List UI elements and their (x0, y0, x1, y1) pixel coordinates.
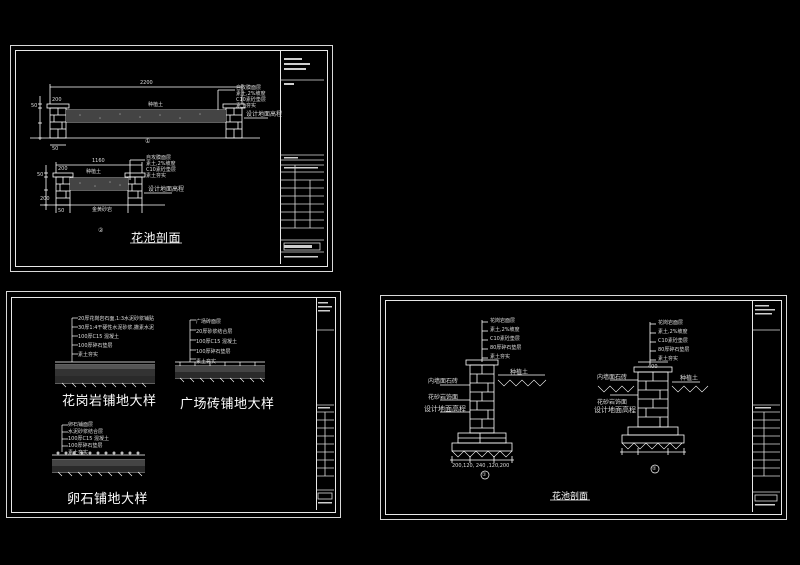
layer-item: 素土夯实 (236, 103, 257, 109)
layer-item: 水泥砂浆结合层 (68, 429, 104, 435)
drawing-frame-bottom-left (11, 297, 336, 513)
label-grade-left: 设计地面高程 (424, 405, 466, 413)
drawing-frame-bottom-right (385, 300, 782, 515)
layer-item: 自攻膜面层 (146, 155, 172, 161)
layer-item: 素土夯实 (68, 450, 89, 456)
layer-item: 80厚碎石垫层 (658, 347, 690, 353)
layer-item: 卵石铺面层 (68, 422, 94, 428)
label-grade-right: 设计地面高程 (594, 406, 636, 414)
layer-item: C10素砼垫层 (658, 338, 688, 344)
label-sand: 金黄砂岩 (92, 207, 113, 213)
plaza-brick-detail-title: 广场砖铺地大样 (180, 397, 275, 412)
layer-item: 100厚碎石垫层 (78, 343, 113, 349)
label-grade-2: 设计地面高程 (148, 186, 185, 193)
section-marker-a: ① (145, 138, 151, 145)
layer-item: 素土夯实 (196, 359, 217, 365)
drawing-sheet-bottom-left (6, 291, 341, 518)
sheet1-title: 花池剖面 (131, 231, 182, 245)
layer-item: C10素砼垫层 (146, 167, 176, 173)
layer-item: C10素砼垫层 (490, 336, 520, 342)
dim-top-right: 400 (648, 364, 658, 370)
title-block-bottom-left (316, 298, 334, 510)
layer-item: 花岗岩面层 (490, 318, 516, 324)
layer-item: 素土夯实 (78, 352, 99, 358)
drawing-sheet-top (10, 45, 333, 272)
title-block-bottom-right (752, 301, 780, 512)
label-soil-right: 种植土 (680, 375, 699, 382)
label-soil-left: 种植土 (510, 369, 529, 376)
drawing-sheet-bottom-right (380, 295, 787, 520)
layer-list-sheet1-a: 自攻膜面层 素土,2%坡度 C10素砼垫层 素土夯实 (236, 85, 266, 109)
dims-bottom-left: 200,120, 240 ,120,200 (452, 463, 510, 469)
layer-list-sheet1-b: 自攻膜面层 素土,2%坡度 C10素砼垫层 素土夯实 (146, 155, 176, 179)
right-section-layer-list: 花岗岩面层 素土,2%坡度 C10素砼垫层 80厚碎石垫层 素土夯实 (658, 319, 689, 364)
dim-50-b: 50 (52, 146, 59, 152)
granite-layer-list: 20厚花岗岩石面,1:3水泥砂浆铺贴 30厚1:4干硬性水泥砂浆,撒素水泥 10… (78, 315, 154, 360)
layer-item: C10素砼垫层 (236, 97, 266, 103)
layer-item: 100厚碎石垫层 (68, 443, 103, 449)
layer-item: 20厚砂浆结合层 (196, 329, 233, 335)
label-finish-right: 花砂岩饰面 (597, 399, 628, 406)
layer-item: 30厚1:4干硬性水泥砂浆,撒素水泥 (78, 325, 154, 331)
layer-item: 20厚花岗岩石面,1:3水泥砂浆铺贴 (78, 316, 154, 322)
dim-50-d: 50 (58, 208, 65, 214)
label-inner-wall-left: 内墙面石砖 (428, 378, 459, 385)
dim-mid-sheet1: 1160 (92, 158, 105, 164)
section-marker-left: ① (482, 472, 487, 478)
layer-item: 100厚碎石垫层 (196, 349, 231, 355)
layer-item: 素土,2%坡度 (236, 91, 266, 97)
layer-item: 花岗岩面层 (658, 320, 684, 326)
dim-50-a: 50 (31, 103, 38, 109)
dim-200-b: 200 (58, 166, 68, 172)
drawing-frame-top (15, 50, 328, 267)
pebble-layer-list: 卵石铺面层 水泥砂浆结合层 100厚C15 混凝土 100厚碎石垫层 素土夯实 (68, 422, 109, 457)
dim-top-sheet1: 2200 (140, 80, 153, 86)
layer-item: 100厚C15 混凝土 (68, 436, 109, 442)
label-inner-wall-right: 内墙面石砖 (597, 374, 628, 381)
label-grade: 设计地面高程 (246, 111, 283, 118)
label-finish-left: 花砂岩饰面 (428, 394, 459, 401)
left-section-layer-list: 花岗岩面层 素土,2%坡度 C10素砼垫层 80厚碎石垫层 素土夯实 (490, 317, 521, 362)
layer-item: 素土,2%坡度 (490, 327, 520, 333)
dim-50-c: 50 (37, 172, 44, 178)
layer-item: 素土,2%坡度 (658, 329, 688, 335)
dim-200-c: 200 (40, 196, 50, 202)
layer-item: 广场砖面层 (196, 319, 222, 325)
plaza-layer-list: 广场砖面层 20厚砂浆结合层 100厚C15 混凝土 100厚碎石垫层 素土夯实 (196, 317, 237, 367)
label-soil: 种植土 (148, 102, 164, 108)
layer-item: 素土夯实 (146, 173, 167, 179)
title-block-top (280, 51, 325, 264)
layer-item: 80厚碎石垫层 (490, 345, 522, 351)
granite-detail-title: 花岗岩铺地大样 (62, 394, 157, 409)
layer-item: 100厚C15 混凝土 (78, 334, 119, 340)
layer-item: 素土夯实 (490, 354, 511, 360)
layer-item: 素土,2%坡度 (146, 161, 176, 167)
section-marker-right: ② (652, 466, 657, 472)
label-soil-2: 种植土 (86, 169, 102, 175)
layer-item: 100厚C15 混凝土 (196, 339, 237, 345)
sheet3-title: 花池剖面 (552, 492, 589, 502)
section-marker-b: ② (98, 227, 104, 234)
pebble-detail-title: 卵石铺地大样 (67, 492, 149, 507)
dim-200-a: 200 (52, 97, 62, 103)
layer-item: 素土夯实 (658, 356, 679, 362)
layer-item: 自攻膜面层 (236, 85, 262, 91)
